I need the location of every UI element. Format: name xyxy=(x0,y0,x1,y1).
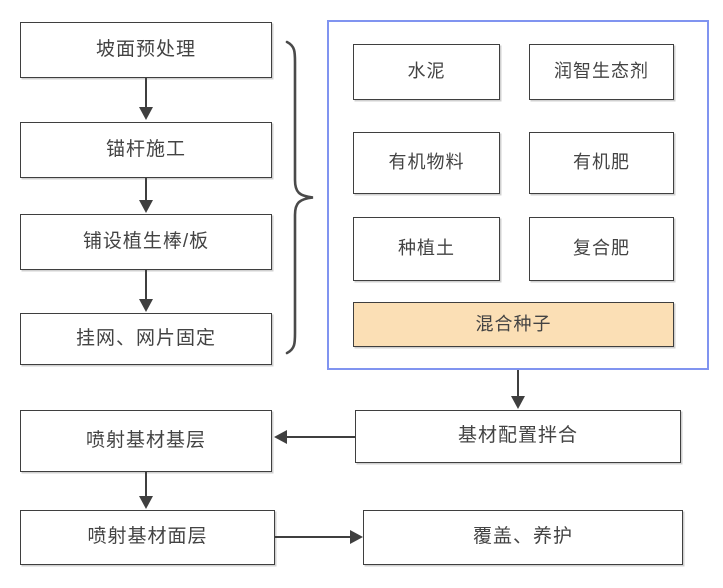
node-label: 基材配置拌合 xyxy=(457,425,578,447)
arrow-down-icon-panel-mix xyxy=(511,396,525,409)
node-label: 混合种子 xyxy=(475,313,552,334)
connector-surface-cover xyxy=(275,536,352,538)
connector-mix-base-layer xyxy=(286,436,356,438)
node-label: 润智生态剂 xyxy=(554,61,649,82)
node-material-compound-fertilizer[interactable]: 复合肥 xyxy=(529,217,674,281)
node-lay-vegetation-rod-board[interactable]: 铺设植生棒/板 xyxy=(20,214,272,270)
arrow-down-icon-step1-step2 xyxy=(139,107,153,120)
node-spray-substrate-base-layer[interactable]: 喷射基材基层 xyxy=(20,410,272,472)
node-label: 喷射基材面层 xyxy=(87,526,208,548)
node-anchor-construction[interactable]: 锚杆施工 xyxy=(20,122,272,178)
connector-step2-step3 xyxy=(145,178,147,202)
node-label: 锚杆施工 xyxy=(105,138,186,160)
node-label: 挂网、网片固定 xyxy=(75,327,216,349)
connector-step1-step2 xyxy=(145,78,147,109)
node-label: 覆盖、养护 xyxy=(472,526,573,548)
node-material-planting-soil[interactable]: 种植土 xyxy=(353,217,500,281)
node-label: 复合肥 xyxy=(573,238,630,259)
node-hang-net-fix-mesh[interactable]: 挂网、网片固定 xyxy=(20,313,272,365)
node-label: 坡面预处理 xyxy=(95,38,196,60)
arrow-left-icon-mix-base-layer xyxy=(274,430,287,444)
brace-icon xyxy=(283,40,317,355)
node-material-cement[interactable]: 水泥 xyxy=(353,44,500,100)
connector-panel-mix xyxy=(517,370,519,398)
node-label: 有机肥 xyxy=(573,152,630,173)
node-material-mixed-seeds[interactable]: 混合种子 xyxy=(353,302,674,347)
node-material-organic-fertilizer[interactable]: 有机肥 xyxy=(529,132,674,194)
materials-panel: 水泥 润智生态剂 有机物料 有机肥 种植土 复合肥 混合种子 xyxy=(327,20,709,370)
node-slope-pretreatment[interactable]: 坡面预处理 xyxy=(20,22,272,78)
node-label: 水泥 xyxy=(407,61,446,82)
node-label: 种植土 xyxy=(398,238,455,259)
node-label: 铺设植生棒/板 xyxy=(82,230,210,252)
node-material-organic-material[interactable]: 有机物料 xyxy=(353,132,500,194)
arrow-down-icon-step2-step3 xyxy=(139,200,153,213)
node-label: 有机物料 xyxy=(388,152,465,173)
node-material-runzhi-eco-agent[interactable]: 润智生态剂 xyxy=(529,44,674,100)
node-substrate-mixing[interactable]: 基材配置拌合 xyxy=(355,410,681,463)
arrow-down-icon-step3-step4 xyxy=(139,299,153,312)
node-label: 喷射基材基层 xyxy=(85,429,206,451)
node-spray-substrate-surface-layer[interactable]: 喷射基材面层 xyxy=(20,510,275,565)
node-cover-maintenance[interactable]: 覆盖、养护 xyxy=(363,510,683,565)
connector-base-surface xyxy=(145,472,147,498)
arrow-right-icon-surface-cover xyxy=(350,530,363,544)
arrow-down-icon-base-surface xyxy=(139,496,153,509)
connector-step3-step4 xyxy=(145,270,147,301)
